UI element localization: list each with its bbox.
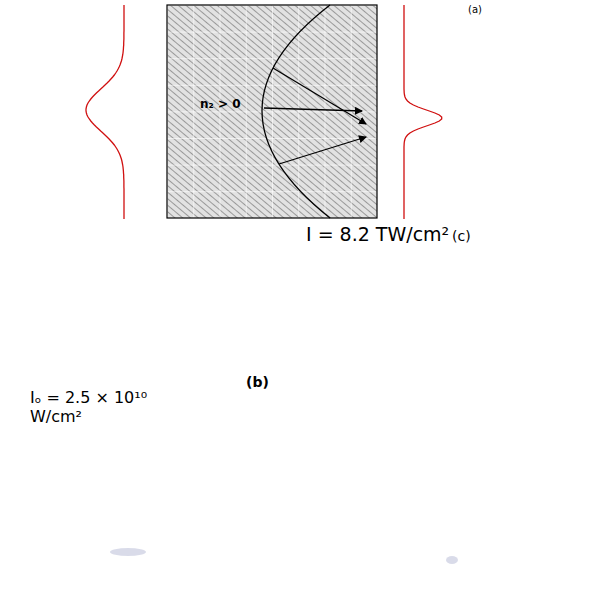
ray-arrow — [264, 108, 362, 111]
medium-square — [167, 5, 377, 218]
panel-letter: (c) — [452, 228, 471, 245]
input-intensity: Iₒ = 2.5 × 10¹⁰ W/cm² — [30, 388, 180, 426]
focused-beam-surface — [446, 556, 458, 564]
medium-box: n₂ > 0 — [167, 5, 377, 218]
panel-letter: (a) — [468, 4, 482, 16]
peak-intensity: I = 8.2 TW/cm² — [306, 223, 449, 246]
input-profile — [86, 5, 124, 219]
input-beam-surface — [110, 548, 146, 556]
ray-arrow — [273, 68, 366, 124]
ray-arrow — [279, 137, 366, 164]
medium-label: n₂ > 0 — [200, 97, 241, 111]
panel-letter: (b) — [246, 374, 269, 391]
output-profile — [404, 5, 442, 219]
wavefront — [262, 5, 330, 218]
